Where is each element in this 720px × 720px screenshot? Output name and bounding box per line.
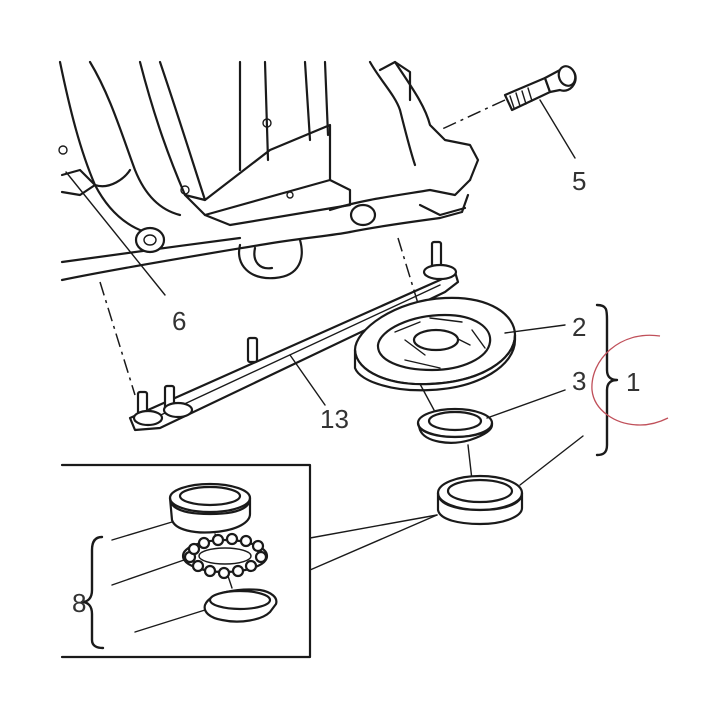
callout-6: 6: [172, 306, 186, 336]
brace-group-1: [595, 303, 619, 457]
brace-group-8: [80, 535, 105, 650]
axis-line: [99, 281, 136, 396]
seal-part-3: [416, 389, 566, 481]
callout-13: 13: [320, 404, 349, 434]
bearing-cover-part-2: [353, 296, 566, 411]
bearing-set-part-8: [111, 482, 278, 633]
axis-line: [397, 237, 421, 311]
callout-5: 5: [572, 166, 586, 196]
mounting-plate-part-13: [128, 240, 460, 432]
callout-3: 3: [572, 366, 586, 396]
detail-inset-box: [60, 463, 312, 659]
bearing-balls: [183, 532, 268, 580]
callout-8: 8: [72, 588, 86, 618]
plate-stud: [246, 336, 259, 364]
leader-6: [65, 171, 166, 296]
callout-1: 1: [626, 367, 640, 397]
highlight-circle: [591, 334, 669, 426]
bolt-part-5: [439, 65, 577, 159]
callout-2: 2: [572, 312, 586, 342]
bearing-race: [309, 435, 584, 571]
frame-steering-head: [58, 60, 480, 282]
